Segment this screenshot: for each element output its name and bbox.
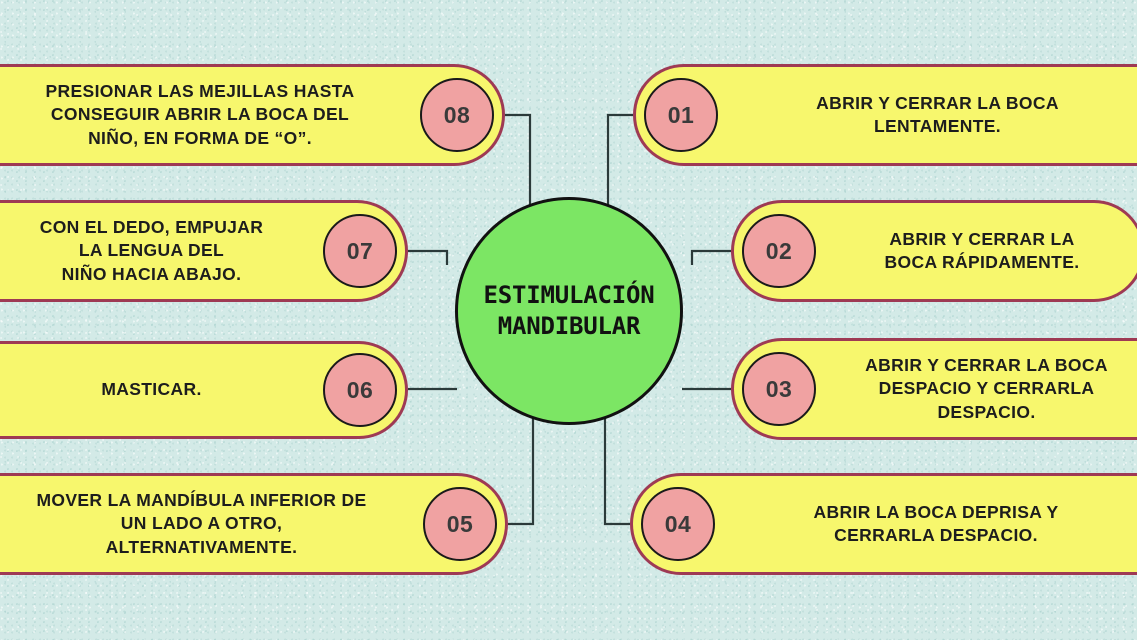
connector-02 bbox=[690, 249, 731, 265]
node-07[interactable]: CON EL DEDO, EMPUJAR LA LENGUA DEL NIÑO … bbox=[0, 200, 408, 302]
connector-05 bbox=[508, 410, 535, 526]
node-01[interactable]: 01 ABRIR Y CERRAR LA BOCA LENTAMENTE. bbox=[633, 64, 1137, 166]
node-04-badge: 04 bbox=[641, 487, 715, 561]
node-01-badge: 01 bbox=[644, 78, 718, 152]
node-08-badge: 08 bbox=[420, 78, 494, 152]
node-01-text: ABRIR Y CERRAR LA BOCA LENTAMENTE. bbox=[816, 92, 1059, 136]
connector-01 bbox=[606, 113, 633, 216]
node-02[interactable]: 02 ABRIR Y CERRAR LA BOCA RÁPIDAMENTE. bbox=[731, 200, 1137, 302]
node-08[interactable]: PRESIONAR LAS MEJILLAS HASTA CONSEGUIR A… bbox=[0, 64, 505, 166]
node-04[interactable]: 04 ABRIR LA BOCA DEPRISA Y CERRARLA DESP… bbox=[630, 473, 1137, 575]
center-node-label: ESTIMULACIÓN MANDIBULAR bbox=[483, 280, 655, 340]
node-03-text: ABRIR Y CERRAR LA BOCA DESPACIO Y CERRAR… bbox=[865, 354, 1108, 422]
node-02-text: ABRIR Y CERRAR LA BOCA RÁPIDAMENTE. bbox=[884, 228, 1080, 272]
connector-08 bbox=[505, 113, 532, 216]
node-04-text: ABRIR LA BOCA DEPRISA Y CERRARLA DESPACI… bbox=[813, 501, 1059, 545]
node-05-text: MOVER LA MANDÍBULA INFERIOR DE UN LADO A… bbox=[36, 489, 367, 557]
node-08-text: PRESIONAR LAS MEJILLAS HASTA CONSEGUIR A… bbox=[45, 80, 355, 148]
node-05[interactable]: MOVER LA MANDÍBULA INFERIOR DE UN LADO A… bbox=[0, 473, 508, 575]
center-node[interactable]: ESTIMULACIÓN MANDIBULAR bbox=[455, 197, 683, 425]
node-03[interactable]: 03 ABRIR Y CERRAR LA BOCA DESPACIO Y CER… bbox=[731, 338, 1137, 440]
node-06-text: MASTICAR. bbox=[101, 379, 202, 400]
node-07-text: CON EL DEDO, EMPUJAR LA LENGUA DEL NIÑO … bbox=[39, 216, 264, 284]
connector-04 bbox=[603, 410, 630, 526]
node-03-badge: 03 bbox=[742, 352, 816, 426]
node-02-badge: 02 bbox=[742, 214, 816, 288]
node-06[interactable]: MASTICAR. 06 bbox=[0, 341, 408, 439]
node-05-badge: 05 bbox=[423, 487, 497, 561]
node-07-badge: 07 bbox=[323, 214, 397, 288]
connector-07 bbox=[408, 249, 449, 265]
node-06-badge: 06 bbox=[323, 353, 397, 427]
